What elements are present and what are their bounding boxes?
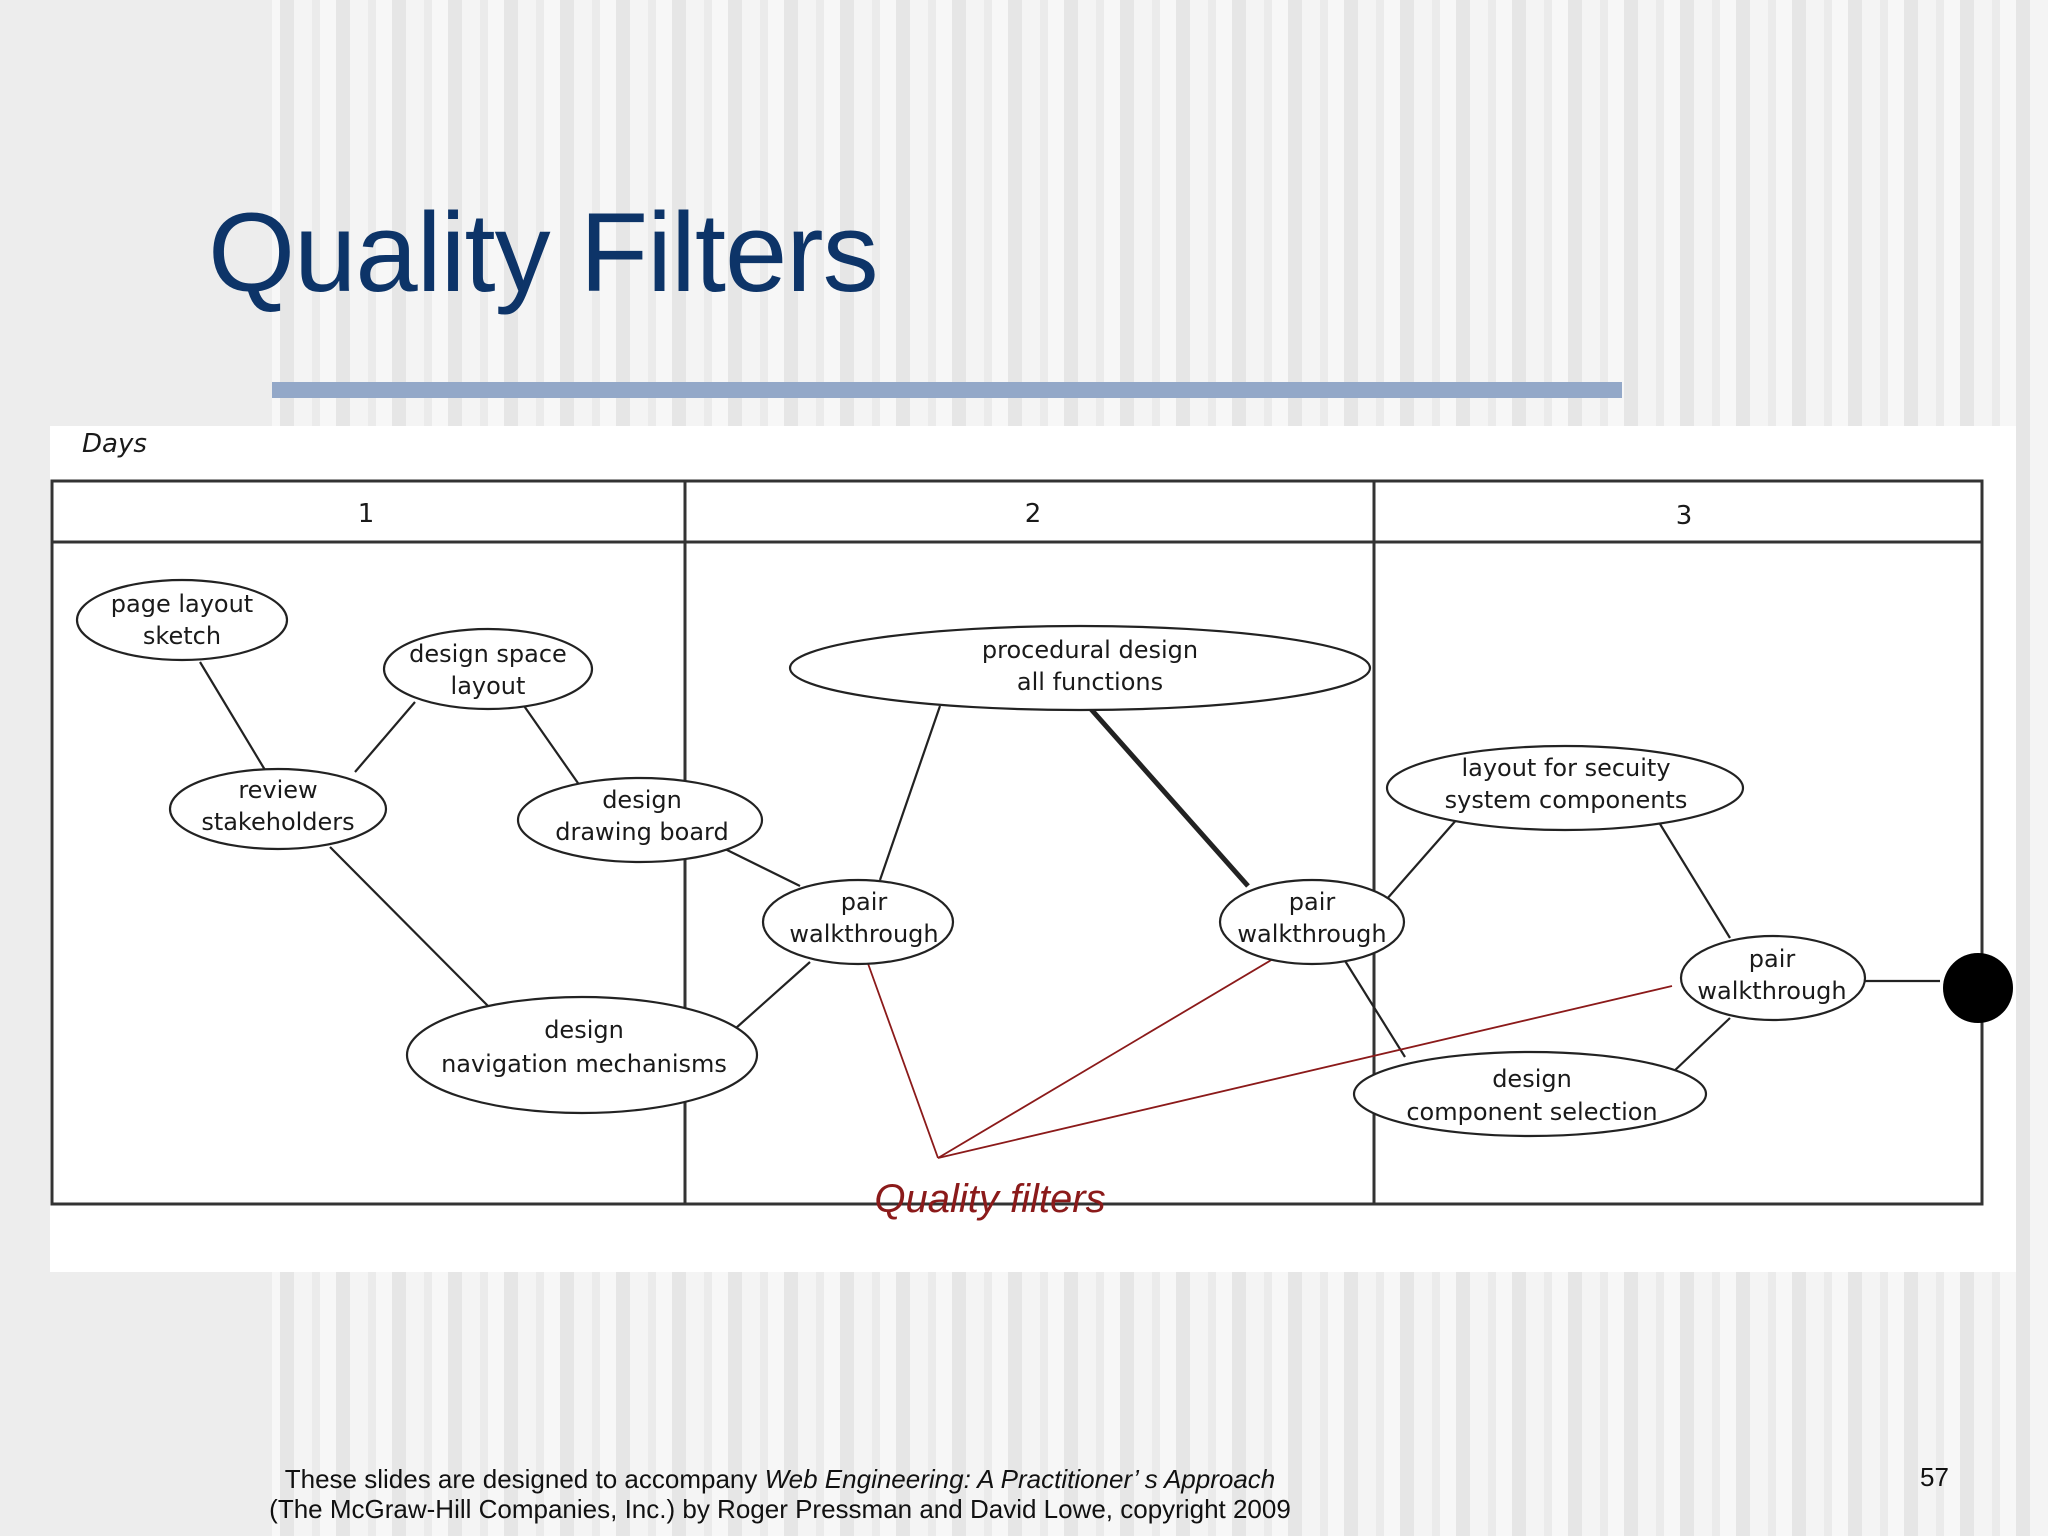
- column-header-day-1: 1: [358, 499, 375, 529]
- pointer-to-walkthrough-2: [937, 955, 1279, 1159]
- node-design-space-layout-line1: design space: [409, 640, 567, 668]
- diagram-panel: Days 1 2 3: [50, 426, 2016, 1272]
- node-page-layout-sketch-line2: sketch: [143, 622, 221, 650]
- connector-walkthrough2-layoutsecurity: [1385, 817, 1459, 901]
- end-point-marker: [1943, 953, 2013, 1023]
- node-design-component-selection-line2: component selection: [1406, 1098, 1657, 1126]
- node-pair-walkthrough-1-line2: walkthrough: [789, 920, 938, 948]
- footer-attribution: These slides are designed to accompany W…: [150, 1464, 1410, 1524]
- connector-procedural-walkthrough2: [1088, 706, 1250, 888]
- node-pair-walkthrough-2-line1: pair: [1289, 888, 1336, 916]
- pointer-to-walkthrough-3: [937, 985, 1673, 1159]
- grid-outer-frame: [50, 479, 1984, 1206]
- node-procedural-design-line1: procedural design: [982, 636, 1198, 664]
- node-procedural-design-line2: all functions: [1017, 668, 1163, 696]
- node-design-space-layout-line2: layout: [451, 672, 526, 700]
- column-header-day-3: 3: [1676, 501, 1693, 531]
- node-design-component-selection-line1: design: [1492, 1065, 1572, 1093]
- connector-walkthrough1-procedural: [878, 705, 942, 881]
- node-design-drawing-board-line1: design: [602, 786, 682, 814]
- connector-review-navigation: [329, 846, 491, 1009]
- node-pair-walkthrough-3-line2: walkthrough: [1697, 977, 1846, 1005]
- node-design-navigation-mechanisms: design navigation mechanisms: [405, 995, 759, 1115]
- pointer-to-walkthrough-1: [865, 957, 939, 1159]
- activity-nodes: page layout sketch design space layout r…: [75, 578, 1867, 1138]
- connector-spacelayout-drawingboard: [521, 702, 581, 787]
- node-layout-security-line1: layout for secuity: [1461, 754, 1670, 782]
- node-review-stakeholders: review stakeholders: [168, 767, 388, 851]
- node-procedural-design: procedural design all functions: [788, 624, 1372, 712]
- node-layout-security-components: layout for secuity system components: [1385, 744, 1745, 832]
- connector-walkthrough3-componentselection: [1671, 1017, 1731, 1074]
- quality-filters-annotation: Quality filters: [874, 1177, 1105, 1221]
- node-design-navigation-line1: design: [544, 1016, 624, 1044]
- column-header-day-2: 2: [1025, 499, 1042, 529]
- connector-navigation-walkthrough1: [735, 961, 811, 1029]
- connector-sketch-review: [199, 661, 266, 771]
- days-axis-label: Days: [82, 429, 147, 459]
- node-pair-walkthrough-2: pair walkthrough: [1218, 878, 1406, 966]
- node-design-component-selection: design component selection: [1352, 1050, 1708, 1138]
- connector-drawingboard-walkthrough1: [722, 847, 801, 887]
- footer-line-2: (The McGraw-Hill Companies, Inc.) by Rog…: [269, 1494, 1291, 1524]
- dependency-connectors: [199, 661, 1940, 1074]
- node-review-stakeholders-line1: review: [238, 776, 317, 804]
- quality-filter-pointers: [865, 955, 1673, 1159]
- node-pair-walkthrough-3-line1: pair: [1749, 945, 1796, 973]
- connector-layoutsecurity-walkthrough3: [1659, 823, 1731, 939]
- node-review-stakeholders-line2: stakeholders: [201, 808, 354, 836]
- node-design-space-layout: design space layout: [382, 627, 594, 711]
- node-design-navigation-line2: navigation mechanisms: [441, 1050, 727, 1078]
- connector-review-spacelayout: [354, 701, 416, 773]
- footer-line-1-prefix: These slides are designed to accompany: [284, 1464, 765, 1494]
- title-underline-rule: [272, 382, 1622, 398]
- footer-line-1: These slides are designed to accompany W…: [150, 1464, 1410, 1494]
- node-design-drawing-board-line2: drawing board: [555, 818, 728, 846]
- node-page-layout-sketch-line1: page layout: [111, 590, 253, 618]
- node-pair-walkthrough-3: pair walkthrough: [1679, 934, 1867, 1022]
- node-pair-walkthrough-1: pair walkthrough: [761, 878, 955, 966]
- node-pair-walkthrough-2-line2: walkthrough: [1237, 920, 1386, 948]
- node-page-layout-sketch: page layout sketch: [75, 578, 289, 662]
- connector-walkthrough2-componentselection: [1341, 955, 1406, 1058]
- node-design-drawing-board: design drawing board: [516, 776, 764, 864]
- node-layout-security-line2: system components: [1445, 786, 1688, 814]
- node-pair-walkthrough-1-line1: pair: [841, 888, 888, 916]
- process-diagram: Days 1 2 3: [50, 429, 2013, 1221]
- slide-title: Quality Filters: [208, 190, 879, 315]
- page-number: 57: [1920, 1462, 1949, 1492]
- footer-book-title: Web Engineering: A Practitioner’ s Appro…: [764, 1464, 1276, 1494]
